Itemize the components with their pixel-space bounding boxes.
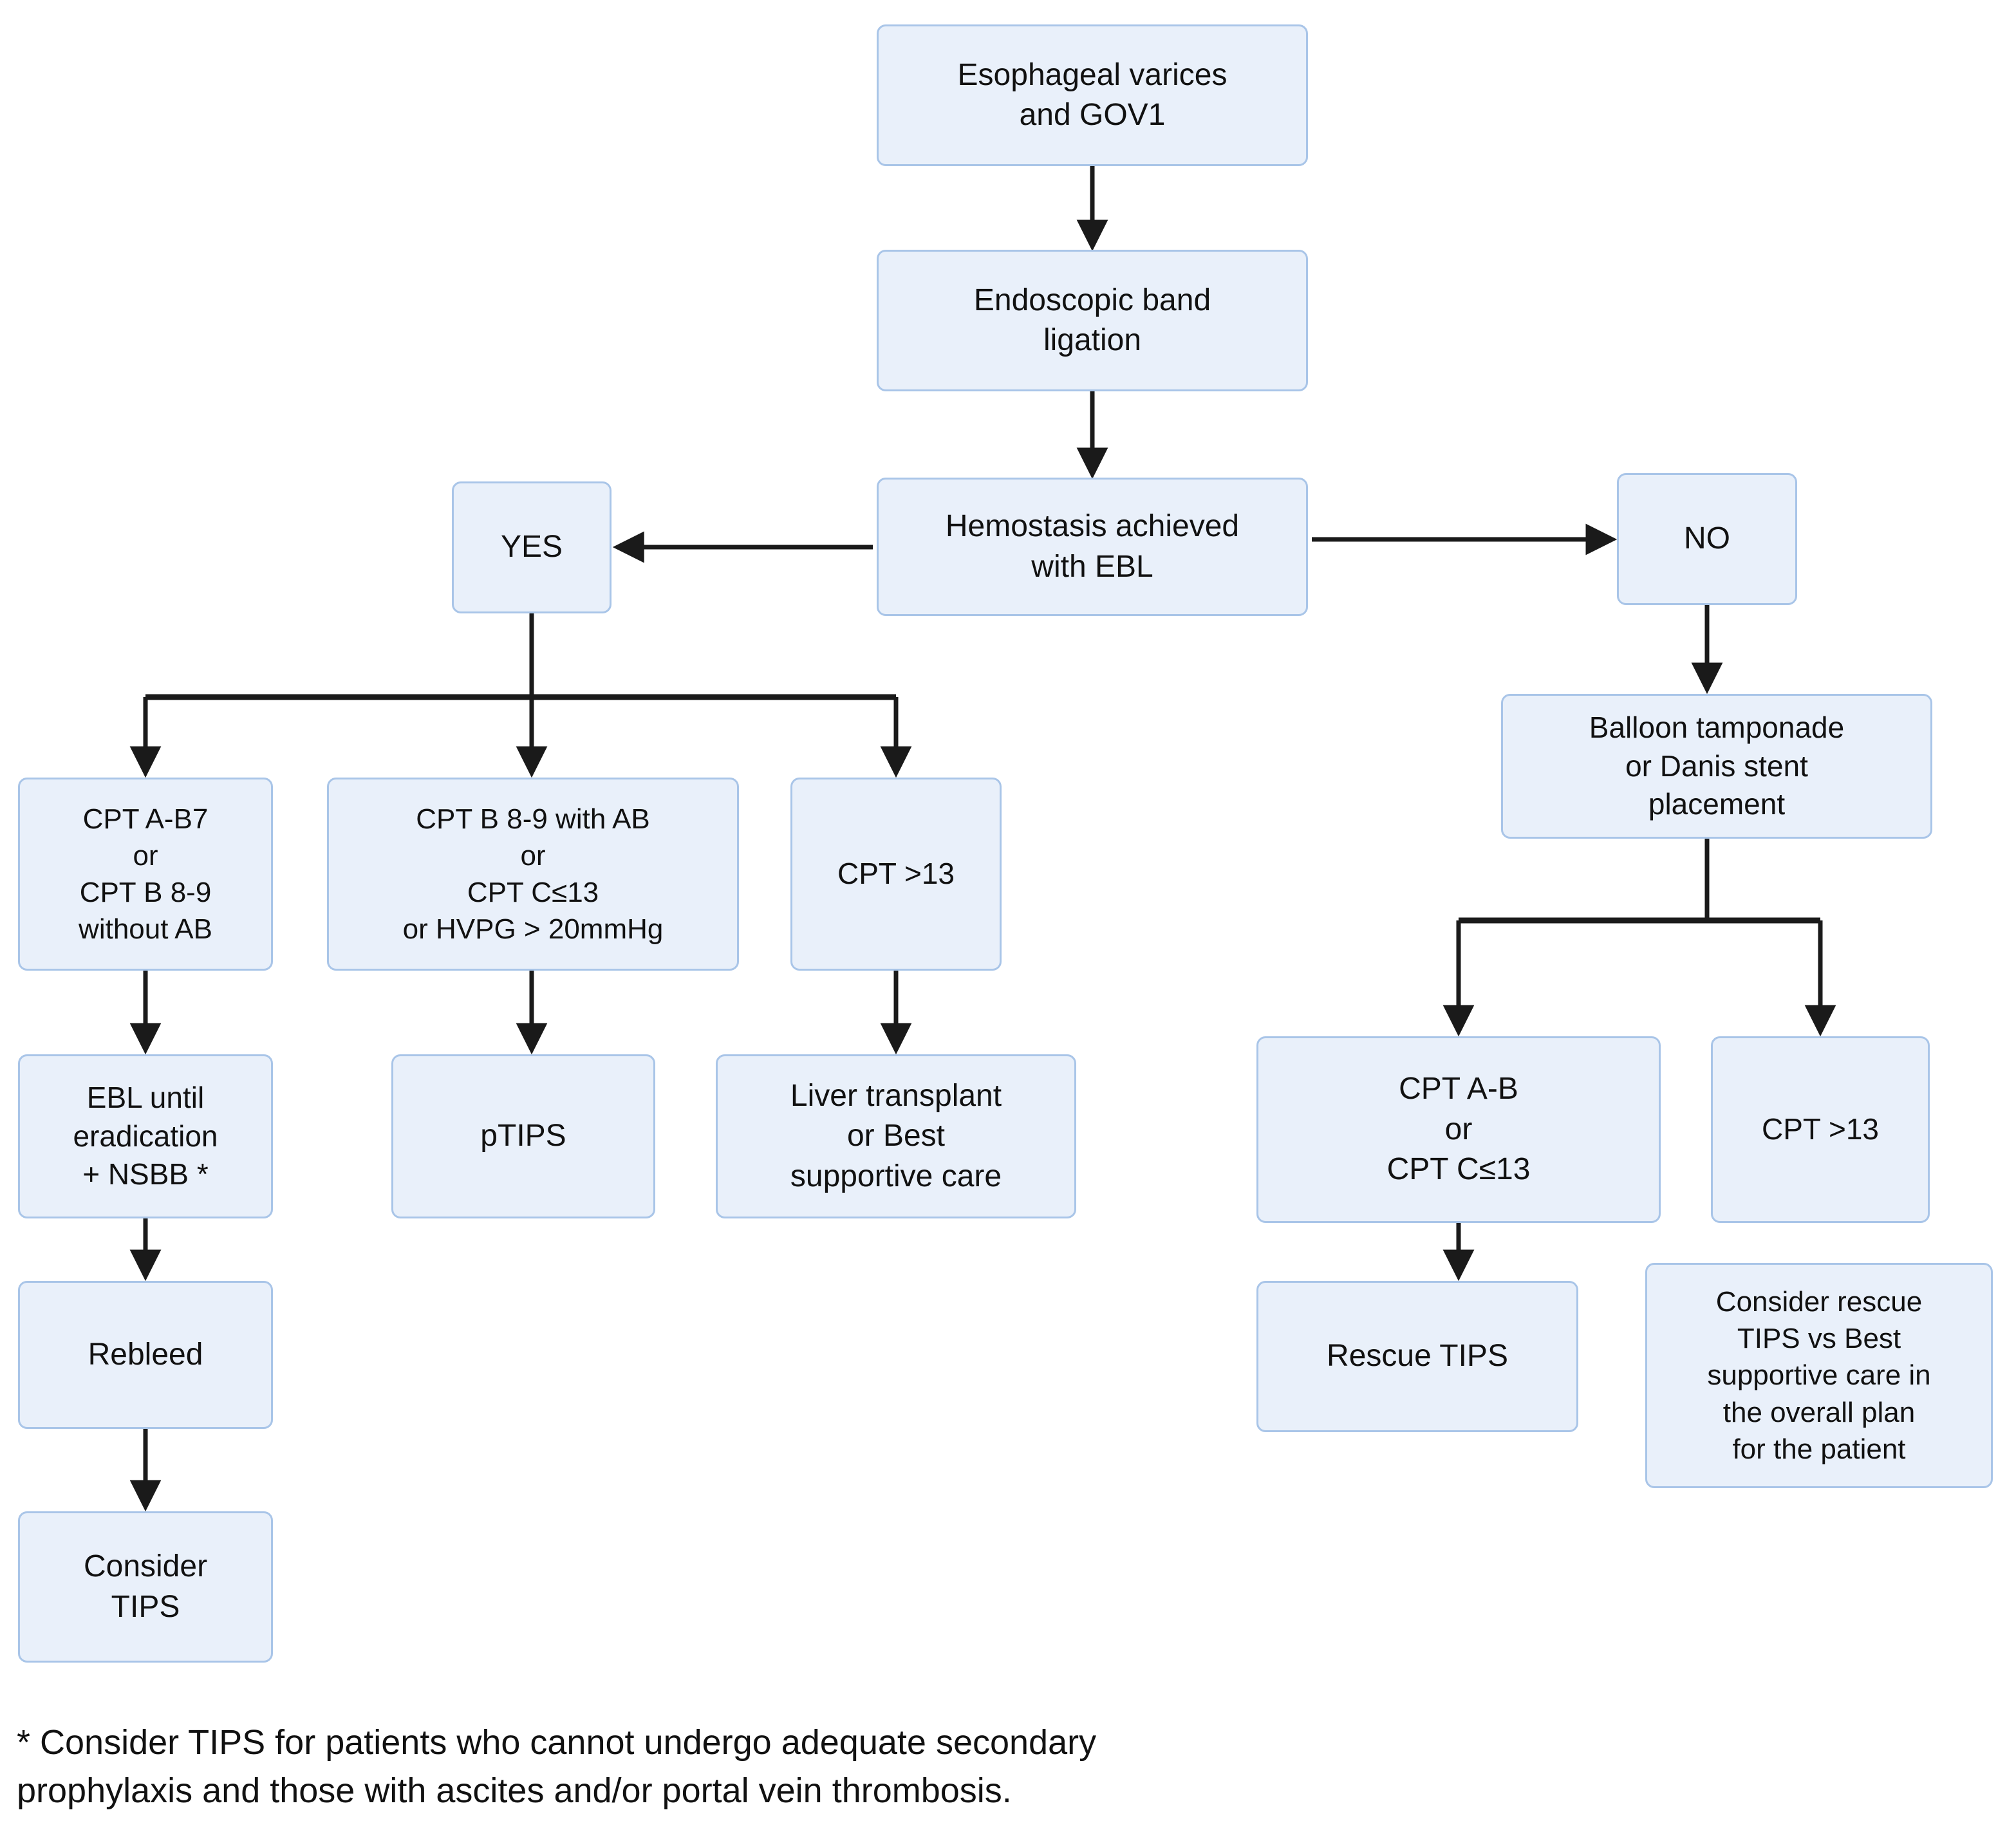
node-cpt-a-b7-or-b8-9-without-ab[interactable]: CPT A-B7 or CPT B 8-9 without AB <box>18 778 273 971</box>
node-cpt-a-b-or-c13-right[interactable]: CPT A-B or CPT C≤13 <box>1256 1036 1661 1223</box>
node-rebleed[interactable]: Rebleed <box>18 1281 273 1429</box>
node-esophageal-varices-gov1[interactable]: Esophageal varices and GOV1 <box>877 24 1308 166</box>
node-hemostasis-achieved-with-ebl[interactable]: Hemostasis achieved with EBL <box>877 478 1308 616</box>
node-rescue-tips[interactable]: Rescue TIPS <box>1256 1281 1578 1432</box>
node-cpt-greater-13-right[interactable]: CPT >13 <box>1711 1036 1930 1223</box>
node-ptips[interactable]: pTIPS <box>391 1054 655 1218</box>
node-ebl-until-eradication-nsbb[interactable]: EBL until eradication + NSBB * <box>18 1054 273 1218</box>
node-consider-rescue-tips-vs-best-supportive-care[interactable]: Consider rescue TIPS vs Best supportive … <box>1645 1263 1993 1488</box>
node-cpt-b8-9-with-ab-or-c13-or-hvpg[interactable]: CPT B 8-9 with AB or CPT C≤13 or HVPG > … <box>327 778 739 971</box>
node-cpt-greater-13-left[interactable]: CPT >13 <box>790 778 1002 971</box>
node-no[interactable]: NO <box>1617 473 1797 605</box>
node-liver-transplant-or-best-supportive-care[interactable]: Liver transplant or Best supportive care <box>716 1054 1076 1218</box>
node-endoscopic-band-ligation[interactable]: Endoscopic band ligation <box>877 250 1308 391</box>
node-balloon-tamponade-or-danis-stent[interactable]: Balloon tamponade or Danis stent placeme… <box>1501 694 1932 839</box>
node-consider-tips[interactable]: Consider TIPS <box>18 1511 273 1663</box>
footnote-text: * Consider TIPS for patients who cannot … <box>17 1723 1097 1810</box>
node-yes[interactable]: YES <box>452 481 611 613</box>
